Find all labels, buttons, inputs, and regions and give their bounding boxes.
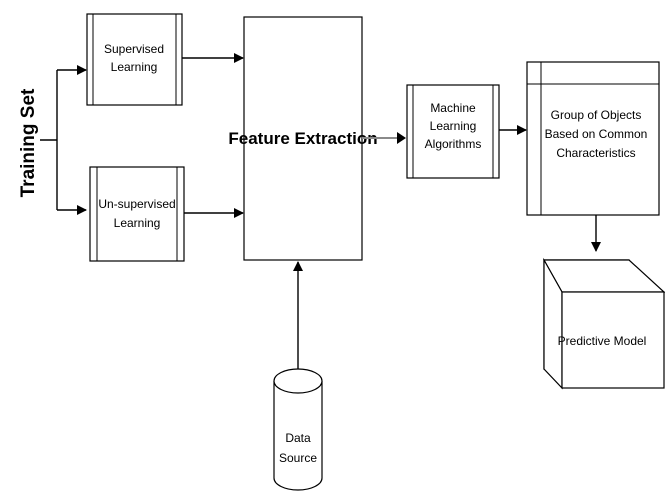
supervised-learning-box: Supervised Learning xyxy=(86,13,183,106)
unsupervised-learning-box: Un-supervised Learning xyxy=(89,166,185,262)
group-label-line2: Based on Common xyxy=(545,127,648,141)
training-set-label: Training Set xyxy=(18,88,39,197)
supervised-label-line2: Learning xyxy=(111,60,158,74)
data-source-label-line1: Data xyxy=(285,431,311,445)
group-of-objects-box: Group of Objects Based on Common Charact… xyxy=(526,61,660,216)
predictive-model-cube: Predictive Model xyxy=(542,257,665,390)
group-label-line3: Characteristics xyxy=(556,146,635,160)
arrow-feature-to-ml-head xyxy=(397,132,406,144)
ml-algorithms-box: Machine Learning Algorithms xyxy=(406,84,500,179)
supervised-label-line1: Supervised xyxy=(104,42,164,56)
data-source-cylinder: Data Source xyxy=(273,368,323,491)
feature-extraction-label: Feature Extraction xyxy=(228,129,377,148)
predictive-model-label: Predictive Model xyxy=(558,334,647,348)
feature-extraction-box: Feature Extraction xyxy=(228,16,378,261)
ml-label-line2: Learning xyxy=(430,119,477,133)
data-source-label-line2: Source xyxy=(279,451,317,465)
ml-label-line3: Algorithms xyxy=(425,137,482,151)
unsupervised-label-line1: Un-supervised xyxy=(98,197,175,211)
unsupervised-label-line2: Learning xyxy=(114,216,161,230)
group-label-line1: Group of Objects xyxy=(551,108,642,122)
training-set-connector xyxy=(40,65,87,215)
ml-label-line1: Machine xyxy=(430,101,476,115)
